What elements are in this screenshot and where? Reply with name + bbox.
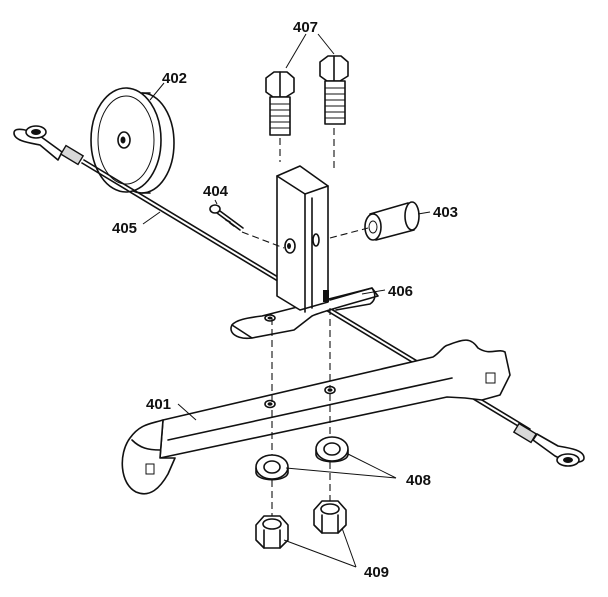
leader-lines xyxy=(142,33,431,568)
alignment-lines xyxy=(241,128,369,516)
callout-407: 407 xyxy=(293,19,318,36)
bolt-right xyxy=(319,55,349,125)
callout-403: 403 xyxy=(433,204,458,221)
nut-right xyxy=(313,500,347,534)
callout-404: 404 xyxy=(203,183,229,200)
pulley-wheel xyxy=(90,87,175,194)
bolt-left xyxy=(265,71,295,136)
callout-401: 401 xyxy=(146,396,171,413)
callout-402: 402 xyxy=(162,70,187,87)
clevis-pin xyxy=(364,201,420,241)
callout-409: 409 xyxy=(364,564,389,581)
washer-left xyxy=(255,454,289,481)
lower-bracket xyxy=(121,339,511,495)
callout-405: 405 xyxy=(112,220,137,237)
washer-right xyxy=(315,436,349,463)
callout-406: 406 xyxy=(388,283,413,300)
callout-408: 408 xyxy=(406,472,431,489)
cotter-pin xyxy=(209,204,244,231)
nut-left xyxy=(255,515,289,549)
upright-bracket xyxy=(230,165,379,340)
